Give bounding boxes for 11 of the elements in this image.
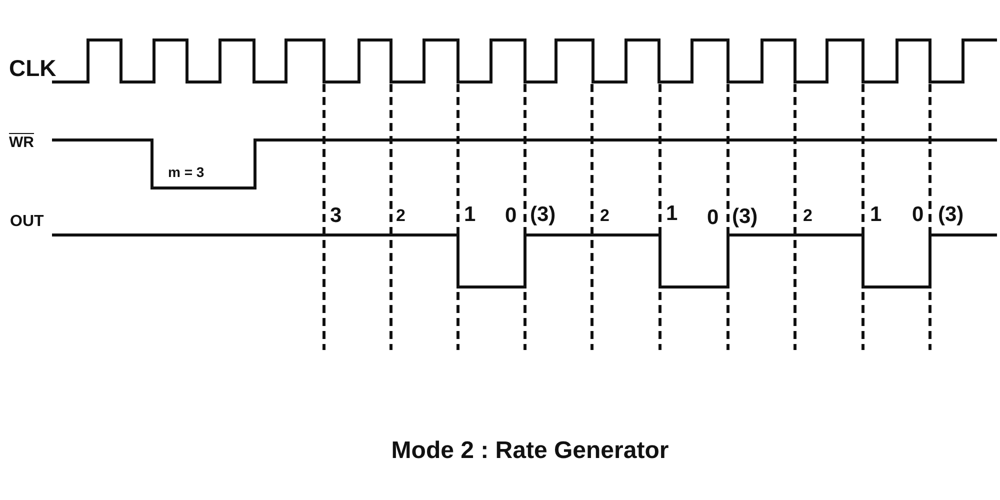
diagram-caption: Mode 2 : Rate Generator: [390, 437, 670, 465]
counter-value: (3): [530, 204, 556, 225]
counter-value: (3): [938, 204, 964, 225]
count-value-label: m = 3: [168, 165, 204, 179]
counter-value: 2: [600, 207, 610, 224]
signal-name: WR: [9, 135, 34, 150]
counter-value: 2: [396, 207, 406, 224]
counter-value: (3): [732, 206, 758, 227]
signal-name: CLK: [9, 57, 56, 80]
counter-value: 2: [803, 207, 812, 224]
signal-name: OUT: [10, 214, 44, 230]
